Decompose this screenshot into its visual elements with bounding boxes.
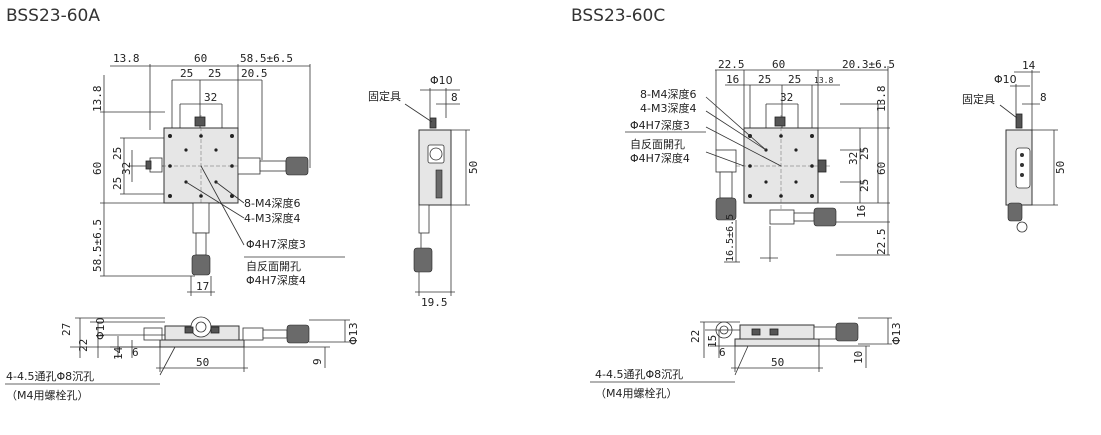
left-elev-fixed: 固定具 bbox=[368, 89, 401, 103]
right-side-25a: 25 bbox=[858, 147, 871, 160]
left-dim-32: 32 bbox=[204, 91, 217, 104]
left-front-22: 22 bbox=[77, 339, 90, 352]
left-front-27: 27 bbox=[60, 323, 73, 336]
left-callout-4: 自反面開孔 bbox=[246, 260, 301, 273]
title-left: BSS23-60A bbox=[6, 6, 100, 26]
left-side-58.5: 58.5±6.5 bbox=[91, 219, 104, 272]
right-front-22: 22 bbox=[689, 330, 702, 343]
right-front-15: 15 bbox=[706, 335, 719, 348]
left-dim-58.5: 58.5±6.5 bbox=[240, 52, 293, 65]
left-elev-19.5: 19.5 bbox=[421, 296, 448, 309]
left-dim-25b: 25 bbox=[208, 67, 221, 80]
right-left-dim: 16.5±6.5 bbox=[725, 214, 736, 262]
left-callout-1: 8-M4深度6 bbox=[244, 196, 300, 210]
left-elevation-view bbox=[404, 88, 470, 296]
right-side-13.8: 13.8 bbox=[875, 86, 888, 113]
right-front-6: 6 bbox=[719, 346, 726, 359]
right-dim-60: 60 bbox=[772, 58, 785, 71]
right-dim-13.8: 13.8 bbox=[814, 76, 833, 85]
right-side-16: 16 bbox=[855, 205, 868, 218]
right-elev-fixed: 固定具 bbox=[962, 92, 995, 106]
left-dim-13.8: 13.8 bbox=[113, 52, 140, 65]
right-side-25b: 25 bbox=[858, 179, 871, 192]
left-note-2: （M4用螺栓孔） bbox=[6, 388, 89, 402]
left-front-phi13: Φ13 bbox=[347, 322, 360, 345]
left-elev-50: 50 bbox=[467, 161, 480, 174]
left-side-60: 60 bbox=[91, 162, 104, 175]
left-dim-17: 17 bbox=[196, 280, 209, 293]
left-front-50: 50 bbox=[196, 356, 209, 369]
right-dim-25b: 25 bbox=[788, 73, 801, 86]
right-callout-4: 自反面開孔 bbox=[630, 138, 685, 151]
right-side-32: 32 bbox=[847, 152, 860, 165]
right-front-50: 50 bbox=[771, 356, 784, 369]
right-front-view bbox=[590, 317, 892, 383]
left-callout-5: Φ4H7深度4 bbox=[246, 273, 306, 287]
right-elev-phi10: Φ10 bbox=[994, 73, 1017, 86]
left-elev-8: 8 bbox=[451, 91, 458, 104]
left-front-view bbox=[5, 316, 350, 385]
right-callout-5: Φ4H7深度4 bbox=[630, 151, 690, 165]
right-dim-16: 16 bbox=[726, 73, 739, 86]
right-note-2: （M4用螺栓孔） bbox=[595, 386, 678, 400]
right-elev-14: 14 bbox=[1022, 59, 1036, 72]
left-front-9: 9 bbox=[311, 358, 324, 365]
title-right: BSS23-60C bbox=[571, 6, 666, 26]
right-side-60: 60 bbox=[875, 162, 888, 175]
right-callout-1: 8-M4深度6 bbox=[640, 87, 696, 101]
right-callout-2: 4-M3深度4 bbox=[640, 101, 696, 115]
left-front-6: 6 bbox=[132, 346, 139, 359]
left-side-32: 32 bbox=[120, 162, 133, 175]
left-top-view bbox=[100, 64, 311, 296]
right-top-view bbox=[715, 66, 890, 263]
right-dim-32: 32 bbox=[780, 91, 793, 104]
right-dim-20.3: 20.3±6.5 bbox=[842, 58, 895, 71]
left-callout-3: Φ4H7深度3 bbox=[246, 237, 306, 251]
left-callout-2: 4-M3深度4 bbox=[244, 211, 300, 225]
right-dim-22.5: 22.5 bbox=[718, 58, 745, 71]
left-front-phi10: Φ10 bbox=[94, 317, 107, 340]
left-side-25a: 25 bbox=[111, 147, 124, 160]
left-dim-60: 60 bbox=[194, 52, 207, 65]
left-dim-20.5: 20.5 bbox=[241, 67, 268, 80]
left-side-13.8: 13.8 bbox=[91, 86, 104, 113]
left-note-1: 4-4.5通孔Φ8沉孔 bbox=[6, 370, 94, 383]
right-elev-50: 50 bbox=[1054, 161, 1067, 174]
left-front-14: 14 bbox=[112, 346, 125, 360]
right-elevation-view bbox=[999, 70, 1058, 233]
right-front-phi13: Φ13 bbox=[890, 322, 903, 345]
right-note-1: 4-4.5通孔Φ8沉孔 bbox=[595, 368, 683, 381]
right-front-10: 10 bbox=[852, 351, 865, 364]
right-dim-25a: 25 bbox=[758, 73, 771, 86]
left-side-25b: 25 bbox=[111, 177, 124, 190]
left-dim-25a: 25 bbox=[180, 67, 193, 80]
left-elev-phi10: Φ10 bbox=[430, 74, 453, 87]
right-elev-8: 8 bbox=[1040, 91, 1047, 104]
right-side-22.5: 22.5 bbox=[875, 229, 888, 256]
right-callout-3: Φ4H7深度3 bbox=[630, 118, 690, 132]
